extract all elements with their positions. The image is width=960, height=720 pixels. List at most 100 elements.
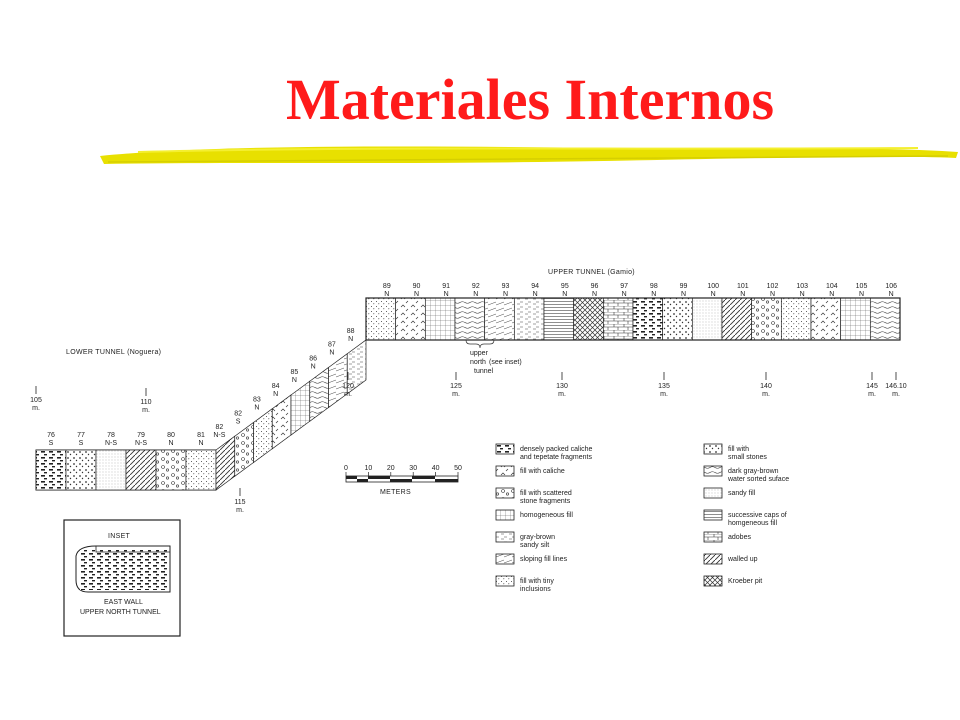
distance-mark-unit: m.: [32, 405, 40, 412]
upper-section-direction: N: [889, 291, 894, 298]
lower-tunnel-label: LOWER TUNNEL (Noguera): [66, 349, 161, 356]
lower-section-direction: S: [79, 440, 84, 447]
upper-tunnel-cell: [869, 297, 901, 341]
distance-mark-value: 135: [658, 383, 670, 390]
upper-section-direction: N: [503, 291, 508, 298]
scale-tick-label: 20: [387, 465, 395, 472]
upper-tunnel-cell: [543, 297, 575, 341]
inset-title: INSET: [108, 533, 131, 540]
upper-section-number: 101: [737, 283, 749, 290]
upper-section-number: 103: [796, 283, 808, 290]
ramp-section-number: 87: [328, 342, 336, 349]
legend-swatch: [703, 553, 723, 565]
legend-label: fill with: [728, 446, 749, 453]
legend-label: homgeneous fill: [728, 520, 777, 527]
scale-tick-label: 50: [454, 465, 462, 472]
upper-tunnel-profile: 89N90N91N92N93N94N95N96N97N98N99N100N101…: [365, 283, 901, 341]
legend-swatch: [703, 575, 723, 587]
upper-section-direction: N: [770, 291, 775, 298]
distance-mark-value: 120: [342, 383, 354, 390]
legend-label: fill with tiny: [520, 578, 554, 585]
upper-section-direction: N: [800, 291, 805, 298]
distance-mark-unit: m.: [868, 391, 876, 398]
upper-section-direction: N: [444, 291, 449, 298]
distance-mark-unit: m.: [558, 391, 566, 398]
upper-section-direction: N: [533, 291, 538, 298]
upper-section-number: 89: [383, 283, 391, 290]
upper-tunnel-cell: [484, 297, 515, 341]
scale-tick-label: 0: [344, 465, 348, 472]
ramp-section-direction: N-S: [213, 432, 225, 439]
legend-label: walled up: [727, 556, 758, 563]
distance-mark-unit: m.: [660, 391, 668, 398]
upper-section-direction: N: [681, 291, 686, 298]
upper-north-tunnel-label-2: north: [470, 359, 486, 366]
lower-tunnel-cell: [65, 449, 97, 491]
legend-label: fill with scattered: [520, 490, 572, 497]
legend-swatch: [703, 443, 723, 455]
upper-section-number: 102: [767, 283, 779, 290]
upper-section-direction: N: [384, 291, 389, 298]
legend-label: and tepetate fragments: [520, 454, 592, 461]
upper-section-number: 99: [680, 283, 688, 290]
ramp-cell: [328, 353, 348, 409]
ramp-section-number: 82: [234, 410, 242, 417]
ramp-cell: [215, 435, 236, 491]
upper-section-direction: N: [622, 291, 627, 298]
upper-section-direction: N: [414, 291, 419, 298]
upper-tunnel-cell: [751, 297, 782, 341]
upper-section-number: 90: [413, 283, 421, 290]
lower-section-number: 79: [137, 432, 145, 439]
upper-tunnel-cell: [395, 297, 426, 341]
distance-mark-value: 110: [140, 399, 151, 406]
ramp-section-number: 86: [309, 355, 317, 362]
ramp-cell: [253, 408, 273, 464]
upper-section-number: 94: [531, 283, 539, 290]
ramp-section-direction: S: [236, 418, 241, 425]
legend-swatch: [495, 443, 515, 455]
lower-tunnel-cell: [185, 449, 217, 491]
lower-tunnel-cell: [155, 449, 187, 491]
ramp-section-direction: N: [292, 377, 297, 384]
upper-tunnel-label: UPPER TUNNEL (Gamio): [548, 269, 635, 276]
upper-north-tunnel-label-3: tunnel: [474, 368, 494, 375]
distance-mark-unit: m.: [142, 407, 150, 414]
legend-label: adobes: [728, 534, 751, 541]
distance-mark-unit: m.: [762, 391, 770, 398]
upper-north-tunnel-brace: [465, 339, 495, 349]
legend-swatch: [495, 575, 515, 587]
upper-section-direction: N: [711, 291, 716, 298]
lower-section-direction: N-S: [105, 440, 117, 447]
inset-caption-2: UPPER NORTH TUNNEL: [80, 609, 161, 616]
upper-section-direction: N: [829, 291, 834, 298]
distance-mark-unit: m.: [344, 391, 352, 398]
legend-label: sloping fill lines: [520, 556, 568, 563]
upper-section-number: 96: [591, 283, 599, 290]
legend-swatch: [703, 465, 723, 477]
distance-mark-value: 115: [234, 499, 245, 506]
scale-tick-label: 30: [409, 465, 417, 472]
legend-label: homogeneous fill: [520, 512, 573, 519]
upper-section-direction: N: [592, 291, 597, 298]
ramp-section-direction: N: [329, 350, 334, 357]
distance-mark-value: 140: [760, 383, 772, 390]
upper-section-number: 97: [620, 283, 628, 290]
legend-swatch: [703, 509, 723, 521]
upper-tunnel-cell: [721, 297, 753, 341]
ramp-section-direction: N: [348, 336, 353, 343]
lower-section-number: 81: [197, 432, 205, 439]
upper-section-number: 92: [472, 283, 480, 290]
legend-swatch: [495, 531, 515, 543]
legend-label: successive caps of: [728, 512, 787, 519]
legend-label: sandy fill: [728, 490, 756, 497]
ramp-cell: [290, 380, 311, 436]
distance-mark-value: 105: [30, 397, 42, 404]
legend-label: gray-brown: [520, 534, 555, 541]
inset-box: INSET EAST WALL UPPER NORTH TUNNEL: [63, 519, 181, 637]
legend-swatch: [495, 487, 515, 499]
upper-tunnel-cell: [573, 297, 604, 341]
upper-tunnel-cell: [780, 297, 812, 341]
ramp-section-number: 83: [253, 397, 261, 404]
